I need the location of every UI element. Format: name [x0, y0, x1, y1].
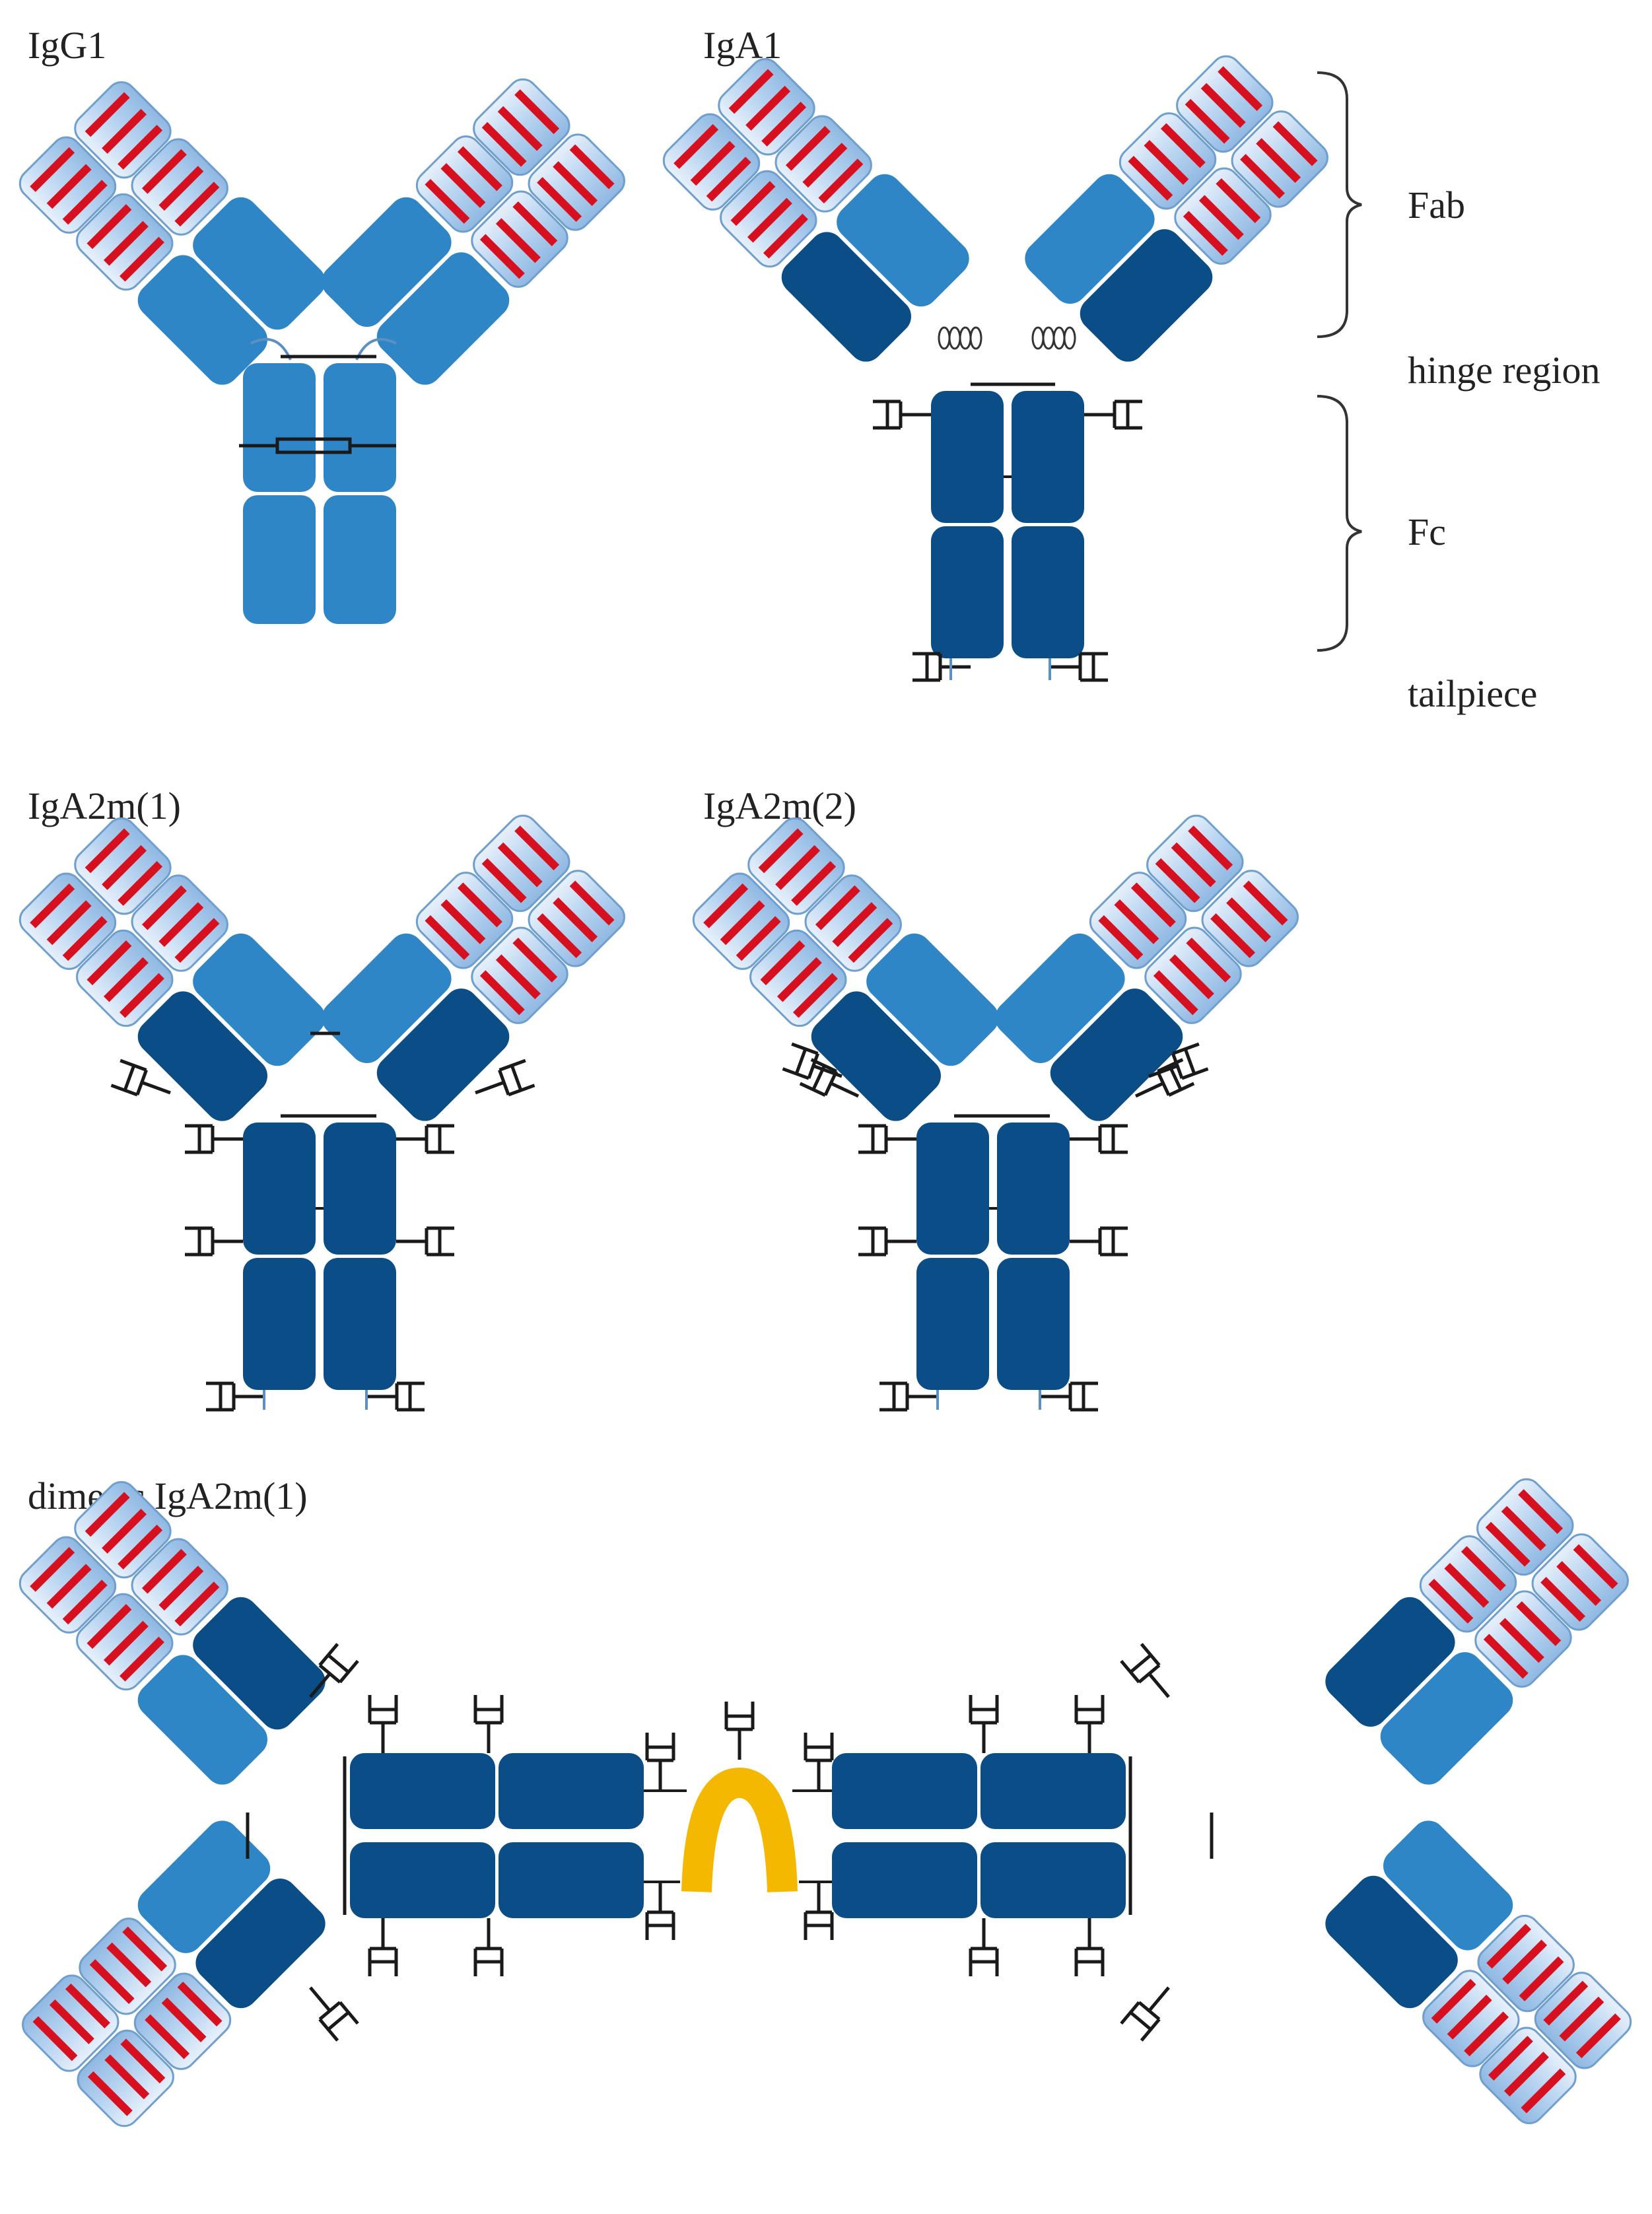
fab-arm-lower-left	[14, 1814, 332, 2132]
fab-arm-right	[988, 810, 1307, 1128]
fab-arm-upper-left	[14, 1473, 332, 1791]
fab-arm-right	[1018, 50, 1336, 368]
panel-dimeric-iga2m1: dimeric IgA2m(1)	[14, 1473, 1637, 2132]
fc-region-iga2m1	[242, 1121, 397, 1391]
fab-arm-right	[315, 810, 633, 1128]
fc-region-iga1	[930, 390, 1085, 660]
fab-arm-left	[14, 810, 332, 1128]
annotation-brackets	[1317, 71, 1362, 652]
panel-iga2m2: IgA2m(2)	[687, 784, 1307, 1410]
annotation-fab: Fab	[1408, 184, 1465, 226]
annotation-tailpiece: tailpiece	[1408, 672, 1537, 715]
fab-arm-lower-right	[1319, 1814, 1637, 2132]
panel-iga1: IgA1	[658, 24, 1336, 680]
panel-title-iga2m1: IgA2m(1)	[28, 784, 181, 827]
fc-region-left	[246, 1753, 644, 1918]
fab-arm-left	[658, 50, 976, 368]
fab-arm-upper-right	[1319, 1473, 1637, 1791]
panel-igg1: IgG1	[14, 24, 633, 624]
glycan-fork-icon	[111, 1060, 534, 1410]
panel-title-igg1: IgG1	[28, 24, 106, 67]
panel-title-dimeric: dimeric IgA2m(1)	[28, 1474, 308, 1517]
panel-iga2m1: IgA2m(1)	[14, 784, 633, 1410]
fc-region-igg1	[239, 363, 396, 624]
glycan-fork-icon	[873, 401, 1142, 680]
fc-region-right	[832, 1753, 1214, 1918]
j-chain-arc-icon	[681, 1767, 798, 1892]
annotation-hinge-region: hinge region	[1408, 349, 1600, 392]
fab-arm-left	[14, 73, 332, 392]
fab-arm-right	[315, 73, 633, 392]
fc-region-iga2m2	[915, 1121, 1071, 1391]
annotation-fc: Fc	[1408, 510, 1446, 553]
glycan-fork-icon	[782, 1044, 1208, 1410]
hinge-coil-icon	[938, 326, 1076, 350]
panel-title-iga2m2: IgA2m(2)	[703, 784, 856, 827]
fab-arm-left	[687, 810, 1006, 1128]
